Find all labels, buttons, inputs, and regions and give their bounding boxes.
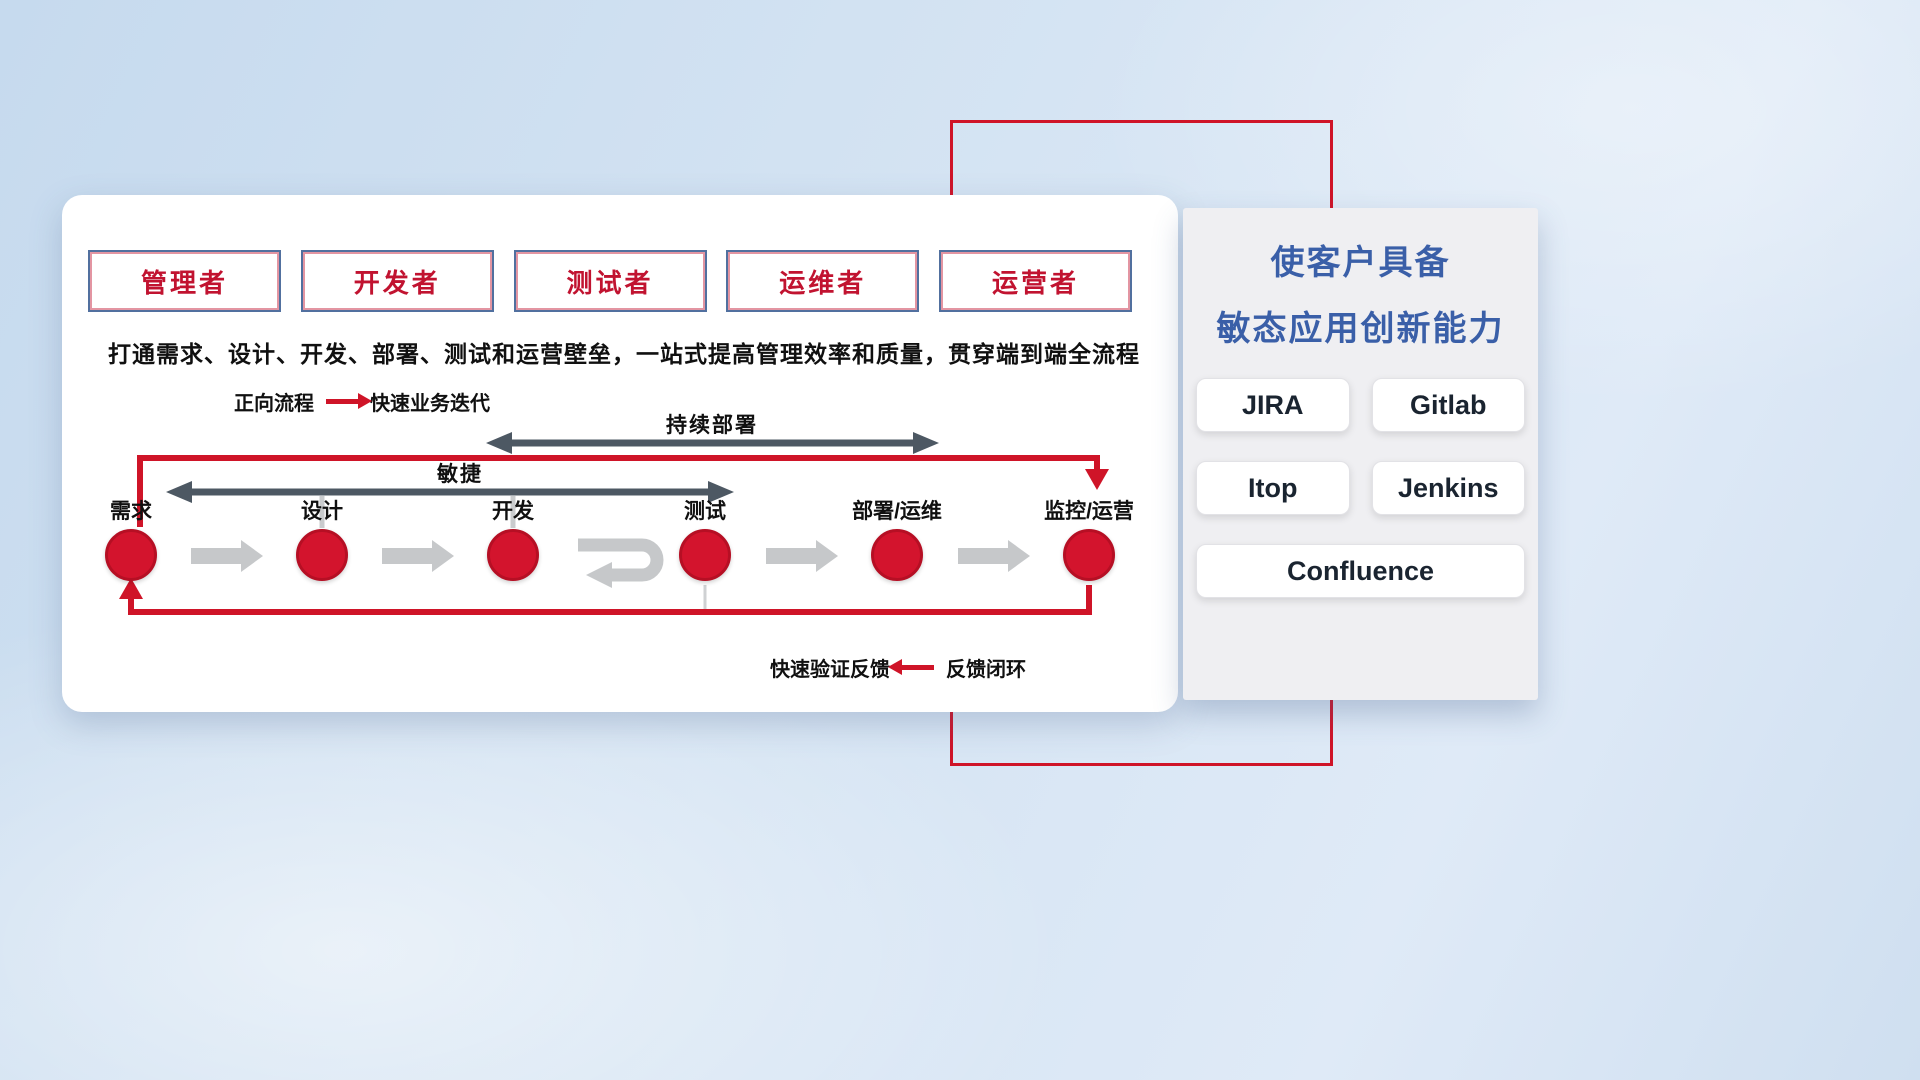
legend-forward: 正向流程 快速业务迭代 bbox=[234, 387, 490, 416]
tool-chip-confluence: Confluence bbox=[1196, 544, 1525, 598]
subtitle: 打通需求、设计、开发、部署、测试和运营壁垒，一站式提高管理效率和质量，贯穿端到端… bbox=[108, 341, 1140, 367]
panel-title-line2: 敏态应用创新能力 bbox=[1216, 310, 1505, 348]
stage-design: 设计 bbox=[262, 497, 382, 581]
stage-node-icon bbox=[487, 529, 539, 581]
feedback-loop-path bbox=[119, 578, 1092, 615]
legend-feedback: 快速验证反馈 反馈闭环 bbox=[770, 653, 1026, 682]
tool-chip-jira: JIRA bbox=[1196, 378, 1350, 432]
tool-chip-itop: Itop bbox=[1196, 461, 1350, 515]
role-box-manager: 管理者 bbox=[88, 250, 281, 312]
flow-arrow-icon bbox=[766, 540, 838, 572]
legend-forward-desc: 快速业务迭代 bbox=[370, 393, 490, 415]
stage-node-icon bbox=[679, 529, 731, 581]
feedback-arrow-icon bbox=[888, 659, 934, 675]
stage-deploy-ops: 部署/运维 bbox=[837, 497, 957, 581]
role-box-ops: 运维者 bbox=[726, 250, 920, 312]
stage-node-icon bbox=[1063, 529, 1115, 581]
stage-test: 测试 bbox=[645, 497, 765, 581]
stage-label: 监控/运营 bbox=[1044, 500, 1134, 523]
panel-title-line1: 使客户具备 bbox=[1270, 244, 1451, 282]
role-label: 开发者 bbox=[353, 267, 441, 298]
stage-label: 需求 bbox=[110, 500, 152, 523]
stage-requirements: 需求 bbox=[71, 497, 191, 581]
panel-title: 使客户具备 敏态应用创新能力 bbox=[1183, 208, 1538, 362]
cd-span-label: 持续部署 bbox=[666, 414, 758, 437]
stage-develop: 开发 bbox=[453, 497, 573, 581]
role-label: 运维者 bbox=[779, 267, 867, 298]
flow-arrow-icon bbox=[191, 540, 263, 572]
legend-feedback-label: 快速验证反馈 bbox=[770, 659, 890, 681]
role-boxes-row: 管理者 开发者 测试者 运维者 运营者 bbox=[88, 250, 1132, 312]
tools-grid: JIRA Gitlab Itop Jenkins Confluence bbox=[1183, 378, 1538, 598]
role-box-tester: 测试者 bbox=[513, 250, 707, 312]
agile-span-label: 敏捷 bbox=[437, 463, 483, 486]
capability-panel: 使客户具备 敏态应用创新能力 JIRA Gitlab Itop Jenkins … bbox=[1183, 208, 1538, 700]
stage-node-icon bbox=[296, 529, 348, 581]
role-box-operator: 运营者 bbox=[939, 250, 1132, 312]
stage-monitor-operate: 监控/运营 bbox=[1029, 497, 1149, 581]
role-label: 测试者 bbox=[566, 267, 654, 298]
tool-chip-gitlab: Gitlab bbox=[1371, 378, 1525, 432]
stage-node-icon bbox=[105, 529, 157, 581]
tool-chip-jenkins: Jenkins bbox=[1371, 461, 1525, 515]
forward-arrow-icon bbox=[326, 393, 372, 409]
stage-label: 测试 bbox=[684, 500, 726, 523]
role-label: 管理者 bbox=[140, 267, 228, 298]
legend-feedback-desc: 反馈闭环 bbox=[946, 659, 1026, 681]
stage-label: 开发 bbox=[492, 500, 534, 523]
role-label: 运营者 bbox=[991, 267, 1079, 298]
flow-arrow-icon bbox=[382, 540, 454, 572]
legend-forward-label: 正向流程 bbox=[234, 393, 314, 415]
role-box-developer: 开发者 bbox=[300, 250, 494, 312]
devops-flow-card: 管理者 开发者 测试者 运维者 运营者 打通需求、设计、开发、部署、测试和运营壁… bbox=[62, 195, 1178, 712]
stage-label: 部署/运维 bbox=[852, 500, 942, 523]
flow-arrow-icon bbox=[958, 540, 1030, 572]
stage-label: 设计 bbox=[301, 500, 343, 523]
stage-node-icon bbox=[871, 529, 923, 581]
